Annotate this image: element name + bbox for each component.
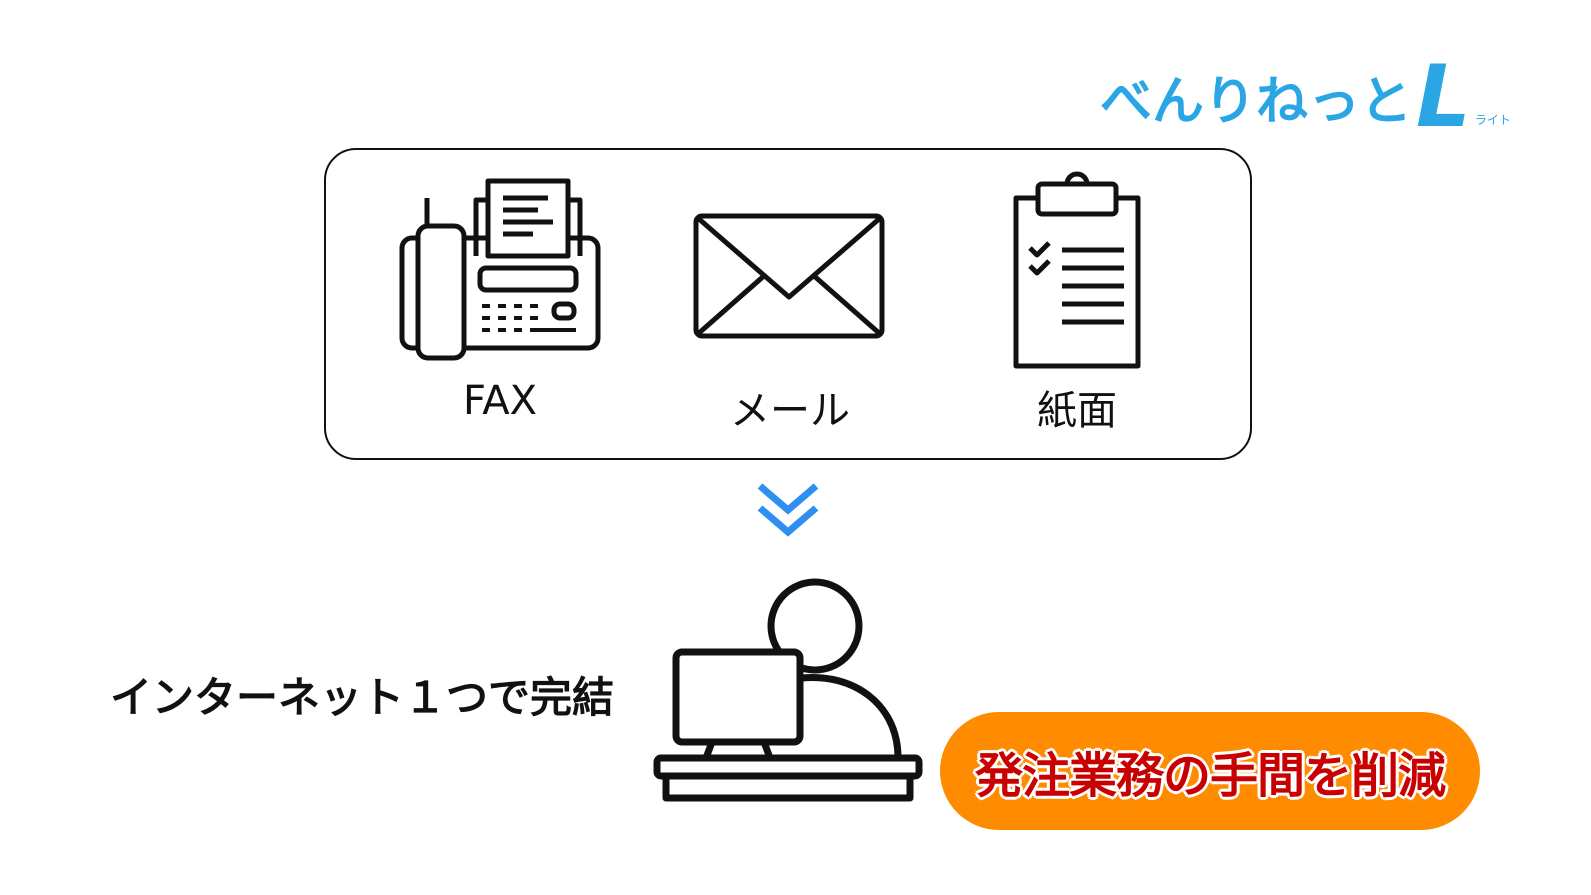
method-label-fax: FAX	[462, 378, 538, 424]
logo-letter: L	[1416, 47, 1471, 147]
order-methods-box	[324, 148, 1252, 460]
logo-sub: ライト	[1474, 113, 1511, 127]
clipboard-icon	[1013, 171, 1141, 369]
internet-complete-text: インターネット１つで完結	[110, 673, 615, 722]
person-computer-icon	[653, 578, 923, 802]
fax-icon	[399, 178, 601, 361]
logo: べんりねっと L ライト	[1100, 52, 1511, 142]
method-label-paper: 紙面	[1037, 388, 1117, 434]
reduce-workload-badge: 発注業務の手間を削減	[940, 712, 1480, 830]
badge-text: 発注業務の手間を削減	[974, 748, 1446, 804]
method-label-mail: メール	[730, 388, 850, 434]
logo-text: べんりねっと	[1100, 72, 1413, 132]
double-chevron-down-icon	[757, 483, 819, 537]
envelope-icon	[693, 213, 885, 339]
